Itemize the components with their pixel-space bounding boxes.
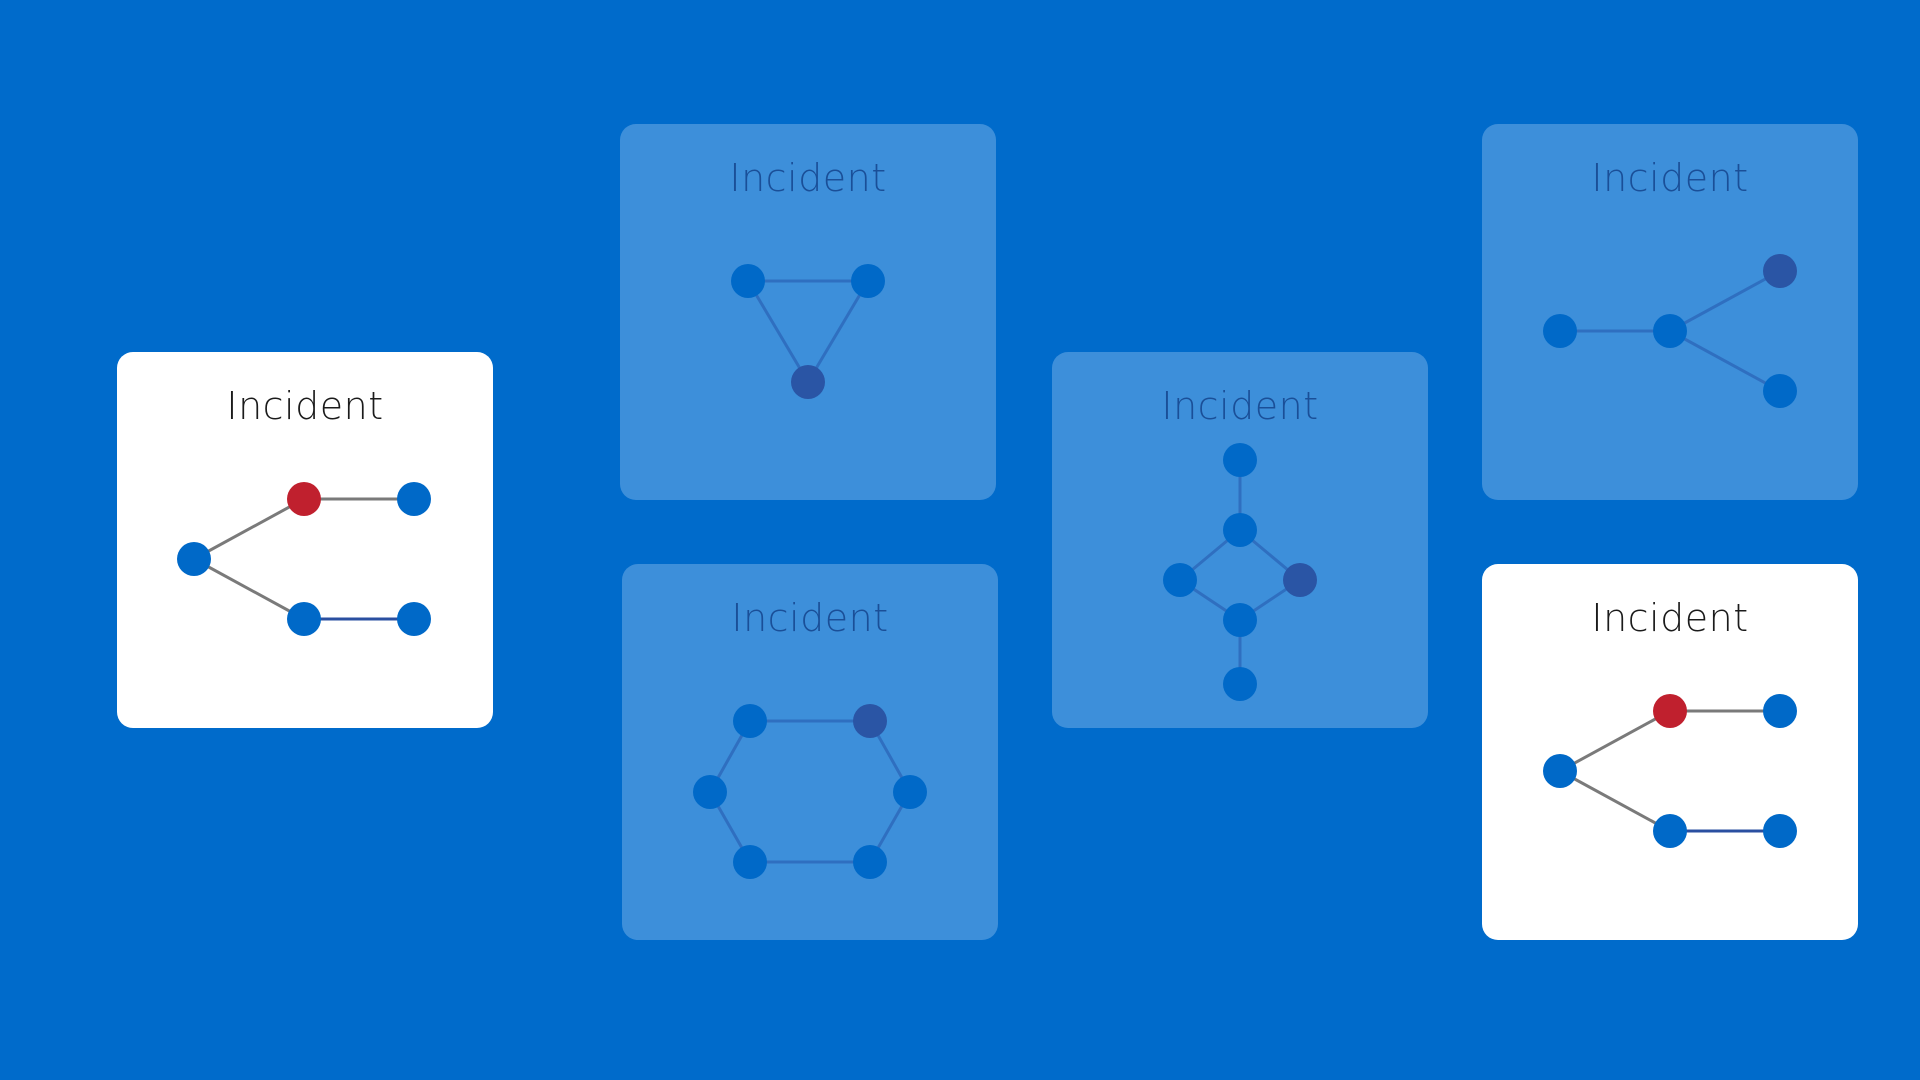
incident-graph [1543, 694, 1797, 848]
graph-node-alert [1653, 694, 1687, 728]
graph-node [1223, 603, 1257, 637]
incident-card-title: Incident [1161, 384, 1319, 428]
graph-node [733, 704, 767, 738]
graph-node [1543, 754, 1577, 788]
incident-card-right[interactable]: Incident [1482, 564, 1858, 940]
graph-node [1223, 443, 1257, 477]
graph-edges [708, 719, 912, 864]
incident-card-title: Incident [729, 156, 887, 200]
graph-node [893, 775, 927, 809]
graph-node [853, 845, 887, 879]
incident-card-diamond[interactable]: Incident [1052, 352, 1428, 728]
graph-node [397, 602, 431, 636]
graph-node [397, 482, 431, 516]
graph-node [1653, 314, 1687, 348]
incident-card-fork[interactable]: Incident [1482, 124, 1858, 500]
graph-node [693, 775, 727, 809]
graph-node [1223, 667, 1257, 701]
graph-node [1763, 374, 1797, 408]
graph-node [733, 845, 767, 879]
graph-node-alert [287, 482, 321, 516]
incident-card-hexagon[interactable]: Incident [622, 564, 998, 940]
graph-edge [806, 280, 870, 383]
graph-node-dark [791, 365, 825, 399]
graph-node [287, 602, 321, 636]
graph-node-dark [1763, 254, 1797, 288]
incident-graph [693, 704, 927, 879]
graph-edge [1669, 329, 1781, 393]
incident-card-title: Incident [226, 384, 384, 428]
graph-edge [1669, 269, 1781, 333]
graph-edge [193, 497, 305, 561]
incident-graph [1543, 254, 1797, 408]
incident-card-title: Incident [1591, 156, 1749, 200]
incident-graph [1163, 443, 1317, 701]
incident-card-title: Incident [731, 596, 889, 640]
graph-node [851, 264, 885, 298]
graph-node [1223, 513, 1257, 547]
graph-node [1763, 694, 1797, 728]
incident-graph [731, 264, 885, 399]
graph-node-dark [1283, 563, 1317, 597]
incident-graph [177, 482, 431, 636]
graph-node [1163, 563, 1197, 597]
graph-node-dark [853, 704, 887, 738]
graph-node [731, 264, 765, 298]
graph-edge [193, 557, 305, 621]
graph-node [1543, 314, 1577, 348]
graph-edge [1559, 769, 1671, 833]
graph-node [177, 542, 211, 576]
graph-node [1653, 814, 1687, 848]
incident-card-left[interactable]: Incident [117, 352, 493, 728]
incident-card-triangle[interactable]: Incident [620, 124, 996, 500]
incident-card-title: Incident [1591, 596, 1749, 640]
graph-edge [746, 280, 810, 383]
graph-edge [1559, 709, 1671, 773]
graph-node [1763, 814, 1797, 848]
